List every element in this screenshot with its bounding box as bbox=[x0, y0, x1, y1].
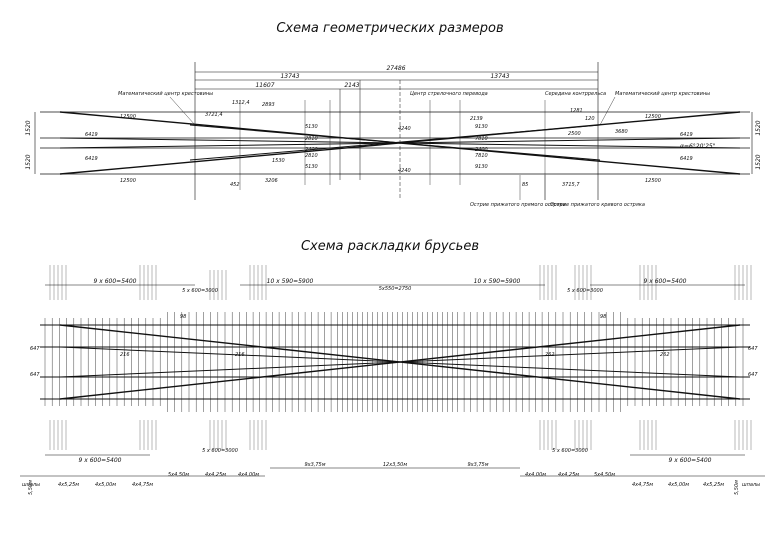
bl-left-3: 4x4,75м bbox=[132, 482, 153, 488]
lbl-3206: 3206 bbox=[265, 178, 278, 184]
lbl-2139: 2139 bbox=[470, 116, 483, 122]
annot-point-straight: Острие прижатого прямого остряка bbox=[470, 202, 566, 208]
track-len-1: 12500 bbox=[120, 114, 136, 120]
top-mid-left: 10 x 590=5900 bbox=[267, 278, 314, 285]
dim-total: 27486 bbox=[386, 65, 405, 72]
bottom-group-right: 9 x 600=5400 bbox=[669, 457, 712, 464]
bl-right-2: 5x4,50м bbox=[594, 472, 615, 478]
top-group-left: 9 x 600=5400 bbox=[94, 278, 137, 285]
bl-left-5: 4x4,25м bbox=[205, 472, 226, 478]
lbl-9130-a: 9130 bbox=[475, 124, 488, 130]
bl-left-2: 4x5,00м bbox=[95, 482, 116, 488]
lbl-3680: 3680 bbox=[615, 129, 628, 135]
mark-216-a: 216 bbox=[120, 352, 130, 358]
lbl-2810-a: 2810 bbox=[305, 136, 318, 142]
bl-left-1: 4x5,25м bbox=[58, 482, 79, 488]
mid-group-2: 12x3,50м bbox=[383, 462, 407, 468]
lbl-4240-a: 4240 bbox=[398, 126, 411, 132]
mark-216-b: 216 bbox=[235, 352, 245, 358]
lbl-4240-b: 4240 bbox=[398, 168, 411, 174]
annot-point-curve: Острие прижатого кривого остряка bbox=[550, 202, 645, 208]
lbl-5130-b: 5130 bbox=[305, 164, 318, 170]
annot-math-center-right: Математический центр крестовины bbox=[615, 91, 710, 97]
layout-title: Схема раскладки брусьев bbox=[301, 239, 479, 254]
lbl-2400-a: 2400 bbox=[475, 147, 488, 153]
lbl-1281: 1281 bbox=[570, 108, 583, 114]
mark-98-a: 98 bbox=[180, 314, 186, 320]
ties-group bbox=[44, 265, 752, 450]
bl-left-0: шпалы bbox=[22, 482, 40, 488]
lbl-2810-b: 2810 bbox=[305, 153, 318, 159]
lbl-6419-a: 6419 bbox=[85, 132, 98, 138]
lbl-7810-a: 7810 bbox=[475, 136, 488, 142]
lbl-120: 120 bbox=[585, 116, 595, 122]
mid-group-3: 9x3,75м bbox=[467, 462, 488, 468]
vdim-left-bottom: 1520 bbox=[25, 154, 32, 169]
lbl-1530: 1530 bbox=[272, 158, 285, 164]
lbl-85: 85 bbox=[522, 182, 528, 188]
sub-3721: 3721,4 bbox=[205, 112, 223, 118]
vdim-right-bottom: 1520 bbox=[755, 154, 762, 169]
geometry-scheme: 27486 13743 13743 11607 2143 1520 1520 1… bbox=[25, 62, 762, 208]
bottom-lengths-right: 4x4,00м 4x4,25м 5x4,50м 4x4,75м 4x5,00м … bbox=[525, 472, 760, 488]
mark-98-b: 98 bbox=[600, 314, 606, 320]
vdim-right-top: 1520 bbox=[755, 120, 762, 135]
side-left-bottom: 647 bbox=[30, 372, 40, 378]
top-center: 5x550=2750 bbox=[379, 286, 412, 292]
angle-label: α=6°20'25" bbox=[680, 143, 716, 150]
lbl-7810-b: 7810 bbox=[475, 153, 488, 159]
bottom-group-left: 9 x 600=5400 bbox=[79, 457, 122, 464]
mark-262-a: 262 bbox=[545, 352, 555, 358]
dim-half-left: 13743 bbox=[280, 73, 299, 80]
mid-group-1: 9x3,75м bbox=[304, 462, 325, 468]
lbl-6419-b: 6419 bbox=[85, 156, 98, 162]
bl-right-5: 4x5,25м bbox=[703, 482, 724, 488]
top-small-left: 5 x 600=3000 bbox=[182, 288, 218, 294]
lbl-2500: 2500 bbox=[568, 131, 581, 137]
bl-right-1: 4x4,25м bbox=[558, 472, 579, 478]
side-right-top: 647 bbox=[748, 346, 758, 352]
bl-right-0: 4x4,00м bbox=[525, 472, 546, 478]
lbl-452: 452 bbox=[230, 182, 240, 188]
edge-left: 5,50м bbox=[28, 480, 34, 495]
geometry-title: Схема геометрических размеров bbox=[276, 21, 503, 36]
layout-scheme: 9 x 600=5400 9 x 600=5400 10 x 590=5900 … bbox=[20, 265, 765, 495]
side-right-bottom: 647 bbox=[748, 372, 758, 378]
lbl-5130-a: 5130 bbox=[305, 124, 318, 130]
lbl-3715: 3715,7 bbox=[562, 182, 580, 188]
sub-1312: 1312,4 bbox=[232, 100, 250, 106]
bl-right-3: 4x4,75м bbox=[632, 482, 653, 488]
dim-11607: 11607 bbox=[255, 82, 274, 89]
edge-right: 5,50м bbox=[734, 480, 740, 495]
track-len-4: 12500 bbox=[645, 178, 661, 184]
top-group-right: 9 x 600=5400 bbox=[644, 278, 687, 285]
lbl-9130-b: 9130 bbox=[475, 164, 488, 170]
bl-right-4: 4x5,00м bbox=[668, 482, 689, 488]
sub-2893: 2893 bbox=[262, 102, 275, 108]
track-len-2: 12500 bbox=[120, 178, 136, 184]
mark-262-b: 262 bbox=[660, 352, 670, 358]
bl-left-4: 5x4,50м bbox=[168, 472, 189, 478]
annot-math-center-left: Математический центр крестовины bbox=[118, 91, 213, 97]
dim-2143: 2143 bbox=[344, 82, 359, 89]
bottom-small-left: 5 x 600=3000 bbox=[202, 448, 238, 454]
bottom-small-right: 5 x 600=3000 bbox=[552, 448, 588, 454]
bl-left-6: 4x4,00м bbox=[238, 472, 259, 478]
lbl-6419-c: 6419 bbox=[680, 132, 693, 138]
annot-switch-center: Центр стрелочного перевода bbox=[410, 91, 488, 97]
dim-half-right: 13743 bbox=[490, 73, 509, 80]
annot-middle: Середина контррельса bbox=[545, 91, 606, 97]
vdim-left-top: 1520 bbox=[25, 120, 32, 135]
lbl-2400-b: 2400 bbox=[305, 147, 318, 153]
bl-right-6: шпалы bbox=[742, 482, 760, 488]
track-len-3: 12500 bbox=[645, 114, 661, 120]
side-left-top: 647 bbox=[30, 346, 40, 352]
top-small-right: 5 x 600=3000 bbox=[567, 288, 603, 294]
lbl-6419-d: 6419 bbox=[680, 156, 693, 162]
bottom-lengths-left: шпалы 4x5,25м 4x5,00м 4x4,75м 5x4,50м 4x… bbox=[22, 472, 259, 488]
top-mid-right: 10 x 590=5900 bbox=[474, 278, 521, 285]
